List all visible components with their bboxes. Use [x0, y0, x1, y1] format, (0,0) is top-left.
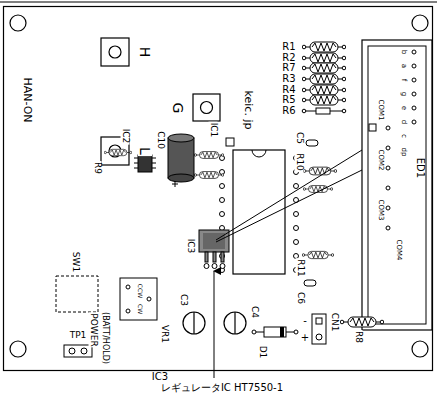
- part-label: R3: [281, 74, 296, 84]
- dip-ic: [220, 138, 299, 274]
- segment-label: dp: [400, 147, 407, 158]
- part-label: R10: [295, 152, 304, 172]
- part-label: R2: [281, 53, 296, 63]
- connector: [312, 314, 326, 344]
- board-name: HAN-ON: [22, 76, 33, 123]
- resistor-symbol: [302, 42, 346, 114]
- diode-symbol: [252, 327, 298, 337]
- segment-label: e: [400, 105, 407, 111]
- part-label: C4: [250, 305, 259, 319]
- url-label: keic. jp: [243, 90, 254, 131]
- segment-label: d: [400, 119, 407, 125]
- resistor-symbol: [104, 149, 384, 327]
- part-label: ED1: [415, 157, 425, 179]
- led-display: [362, 40, 432, 330]
- part-label: R9: [93, 161, 102, 175]
- switch-label: (BATT/HOLD): [101, 311, 109, 365]
- segment-label: c: [400, 133, 407, 139]
- part-label: VR1: [160, 324, 169, 344]
- power-switch: [56, 276, 98, 312]
- part-label: R8: [354, 330, 363, 344]
- pot-label: CW: [137, 303, 143, 315]
- part-label: SW1: [71, 251, 80, 273]
- push-buttons: [101, 38, 220, 165]
- pin-label: COM2: [377, 149, 384, 172]
- polarity-mark: -: [302, 316, 308, 326]
- part-label: IC1: [209, 122, 218, 139]
- board-outline: [4, 7, 433, 371]
- ceramic-capacitor: [304, 140, 318, 286]
- mounting-holes: [10, 15, 428, 357]
- trimmer-pot: [120, 278, 157, 320]
- segment-label: f: [400, 78, 407, 82]
- callout-label: IC3: [151, 372, 169, 382]
- part-label: R4: [281, 85, 296, 95]
- part-label: R1: [281, 42, 296, 52]
- part-label: R7: [281, 63, 296, 73]
- polarity-mark: +: [300, 333, 310, 343]
- button-label: L: [138, 146, 152, 156]
- part-label: C3: [179, 293, 188, 307]
- part-label: D1: [258, 345, 267, 360]
- pin-label: COM4: [395, 239, 402, 262]
- electrolytic-capacitor: [168, 134, 194, 187]
- part-label: CN1: [330, 312, 339, 333]
- leader-line: [214, 150, 362, 378]
- frame-line: [0, 2, 437, 3]
- part-label: IC3: [186, 238, 195, 255]
- part-label: C10: [156, 130, 165, 150]
- part-label: C5: [295, 131, 304, 145]
- part-label: R5: [281, 95, 296, 105]
- callout-label: レギュレータIC HT7550-1: [160, 383, 284, 393]
- pin-label: COM3: [377, 199, 384, 222]
- part-label: R6: [281, 106, 296, 116]
- segment-label: g: [400, 91, 407, 97]
- part-label: TP1: [69, 331, 88, 340]
- part-label: IC2: [121, 128, 130, 145]
- segment-label: a: [400, 63, 407, 69]
- part-label: C6: [296, 291, 305, 305]
- button-label: G: [171, 102, 185, 115]
- part-label: R11: [296, 258, 305, 278]
- soic-ic: [134, 155, 156, 172]
- button-label: H: [138, 46, 152, 59]
- pin-label: COM1: [377, 99, 384, 122]
- regulator-ic: [199, 230, 229, 269]
- pot-label: CCW: [137, 283, 143, 299]
- segment-label: b: [400, 49, 407, 55]
- switch-label: POWER: [89, 312, 98, 347]
